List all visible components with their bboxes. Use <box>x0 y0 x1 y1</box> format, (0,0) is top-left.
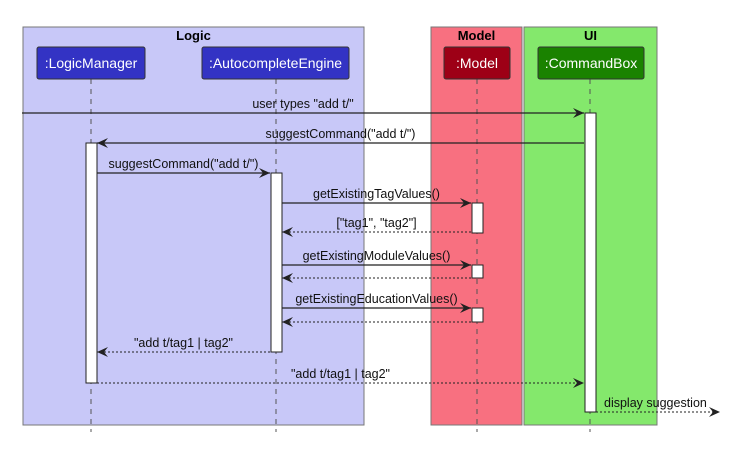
group-label-logic: Logic <box>176 28 211 43</box>
message-label: getExistingModuleValues() <box>303 249 451 263</box>
participant-model <box>443 46 511 80</box>
activation-bar-model <box>471 307 484 323</box>
participant-cb <box>537 46 645 80</box>
activation-bar-ae <box>270 172 283 353</box>
participant-label-model: :Model <box>456 55 498 71</box>
message-label: getExistingEducationValues() <box>295 292 457 306</box>
message-label: user types "add t/" <box>252 97 353 111</box>
message-label: "add t/tag1 | tag2" <box>291 367 390 381</box>
group-label-ui: UI <box>584 28 597 43</box>
activation-bar-model <box>471 264 484 279</box>
group-box-logic <box>22 26 365 426</box>
message-label: ["tag1", "tag2"] <box>336 216 416 230</box>
message-label: suggestCommand("add t/") <box>266 127 416 141</box>
participant-label-ae: :AutocompleteEngine <box>209 55 342 71</box>
participant-label-cb: :CommandBox <box>545 55 638 71</box>
message-label: getExistingTagValues() <box>313 187 440 201</box>
participant-lm <box>36 46 146 80</box>
message-label: "add t/tag1 | tag2" <box>134 336 233 350</box>
activation-bar-lm <box>85 142 98 384</box>
participant-ae <box>201 46 350 80</box>
message-label: display suggestion <box>604 396 707 410</box>
group-label-model: Model <box>458 28 496 43</box>
activation-bar-model <box>471 202 484 234</box>
activation-bar-cb <box>584 112 597 413</box>
message-label: suggestCommand("add t/") <box>109 157 259 171</box>
participant-label-lm: :LogicManager <box>45 55 138 71</box>
